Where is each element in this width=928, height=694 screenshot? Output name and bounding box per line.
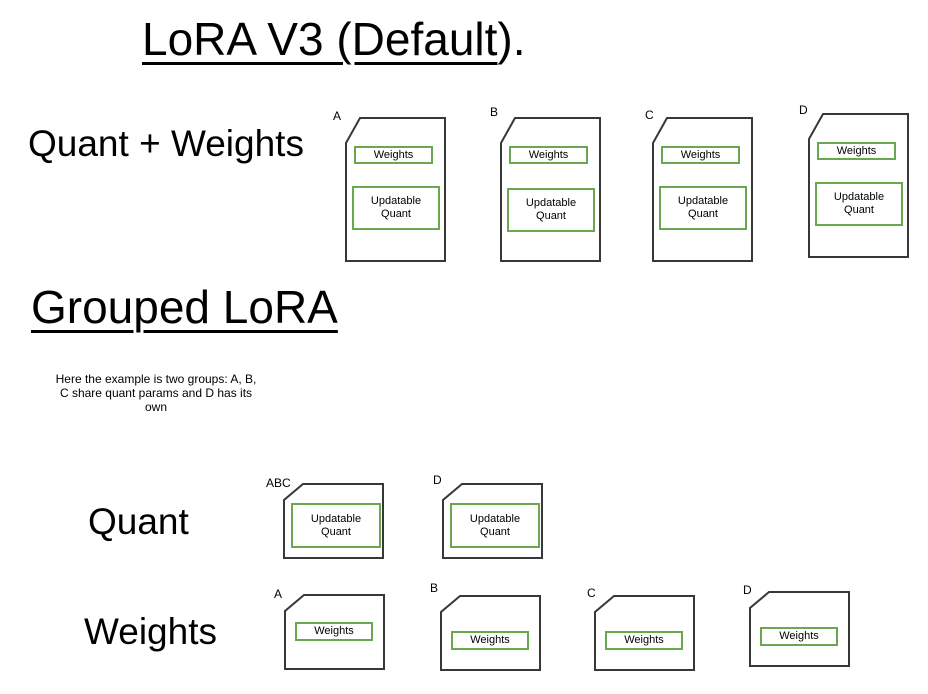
updatable-quant-label: Updatable Quant [833,191,885,216]
updatable-quant-box: Updatable Quant [352,186,440,230]
file-shape-d: D Weights Updatable Quant [799,104,909,258]
doc-letter: ABC [266,476,291,490]
page-title-underlined: LoRA V3 (Default [142,13,498,65]
doc-letter: C [645,108,654,122]
weights-box-label: Weights [373,148,414,161]
weights-box-label: Weights [528,148,569,161]
row-label-quant: Quant [88,501,189,542]
file-shape-a: A Weights Updatable Quant [333,110,446,262]
note-line: C share quant params and D has its [59,386,253,400]
weights-box: Weights [760,627,838,646]
doc-letter: A [274,587,283,601]
doc-letter: D [799,103,808,117]
file-shape-a-weights: A Weights [274,588,385,670]
weights-box-label: Weights [680,148,721,161]
weights-box-label: Weights [470,634,510,646]
updatable-quant-label: Updatable Quant [677,195,729,220]
doc-letter: B [490,105,499,119]
weights-box-label: Weights [836,144,877,157]
weights-box-label: Weights [314,625,354,637]
section-heading-grouped-lora: Grouped LoRA [31,284,338,330]
note-line: Here the example is two groups: A, B, [55,372,257,386]
doc-letter: D [743,583,752,597]
page-title-rest: ). [497,13,526,65]
page-title: LoRA V3 (Default). [142,16,526,62]
row-label-weights: Weights [84,611,217,652]
updatable-quant-label: Updatable Quant [370,195,422,220]
grouped-note: Here the example is two groups: A, B, C … [40,372,272,414]
file-shape-c-weights: C Weights [587,587,695,671]
weights-box-label: Weights [624,634,664,646]
updatable-quant-label: Updatable Quant [310,512,362,538]
file-shape-d-weights: D Weights [743,584,850,667]
weights-box: Weights [661,146,740,164]
row-label-quant-weights: Quant + Weights [28,123,304,164]
doc-letter: D [433,473,442,487]
section-heading-text: Grouped LoRA [31,281,338,333]
updatable-quant-box: Updatable Quant [507,188,595,232]
updatable-quant-box: Updatable Quant [450,503,540,548]
note-line: own [144,400,167,414]
file-shape-d-quant: D Updatable Quant [433,474,543,559]
doc-letter: C [587,586,596,600]
file-shape-c: C Weights Updatable Quant [645,109,753,262]
weights-box: Weights [509,146,588,164]
updatable-quant-box: Updatable Quant [659,186,747,230]
doc-letter: A [333,109,342,123]
doc-letter: B [430,581,439,595]
updatable-quant-label: Updatable Quant [525,197,577,222]
weights-box: Weights [295,622,373,641]
file-shape-b: B Weights Updatable Quant [490,106,601,262]
weights-box: Weights [605,631,683,650]
file-shape-abc-quant: ABC Updatable Quant [266,477,384,559]
weights-box: Weights [451,631,529,650]
updatable-quant-box: Updatable Quant [291,503,381,548]
file-shape-b-weights: B Weights [430,582,541,671]
weights-box: Weights [354,146,433,164]
updatable-quant-box: Updatable Quant [815,182,903,226]
updatable-quant-label: Updatable Quant [469,512,521,538]
weights-box-label: Weights [779,630,819,642]
weights-box: Weights [817,142,896,160]
